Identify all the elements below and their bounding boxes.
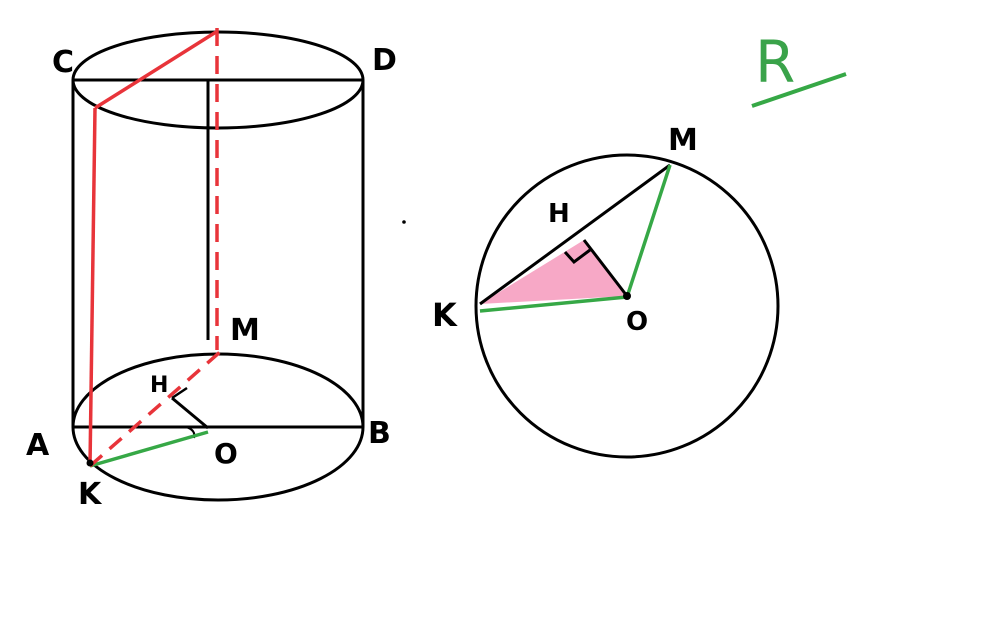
label-d: D <box>372 43 397 78</box>
radius-symbol-r: R <box>755 28 795 96</box>
label-m-left: M <box>230 313 260 348</box>
stray-dot <box>402 220 406 224</box>
cylinder-figure: C D A B M H O K <box>26 28 397 512</box>
right-angle-mark-left <box>171 386 188 400</box>
radius-om-right <box>625 164 672 298</box>
label-k-left: K <box>78 477 103 512</box>
segment-oh <box>171 396 209 430</box>
label-k-right: K <box>432 296 458 334</box>
center-o-dot <box>623 292 631 300</box>
chord-km <box>479 163 671 306</box>
label-b: B <box>368 416 391 451</box>
point-k-dot-left <box>86 459 94 467</box>
radius-legend: R <box>751 28 847 108</box>
label-o-right: O <box>626 307 648 337</box>
label-h-left: H <box>150 373 168 398</box>
circle-figure: M H K O <box>432 123 780 459</box>
right-angle-mark-right <box>563 248 591 265</box>
section-edge-top <box>94 30 217 110</box>
triangle-kho-fill <box>480 240 627 304</box>
radius-legend-stroke <box>751 72 847 108</box>
section-edge-solid-left <box>88 107 97 467</box>
radius-ko-right <box>479 295 628 313</box>
label-o-left: O <box>214 437 238 470</box>
section-edge-dashed-bottom <box>88 350 222 468</box>
segment-oh-right <box>582 239 629 297</box>
base-circle <box>474 153 780 459</box>
radius-ko-left <box>89 430 209 468</box>
label-h-right: H <box>548 199 570 229</box>
label-a: A <box>26 428 50 463</box>
label-c: C <box>52 45 74 80</box>
label-m-right: M <box>668 123 698 158</box>
